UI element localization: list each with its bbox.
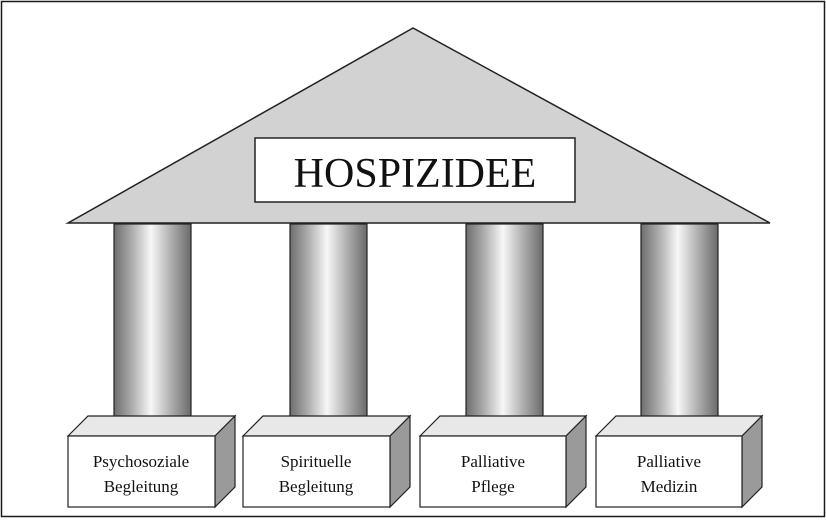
pillar-label-line2: Medizin [641,477,698,496]
pillar-label-line1: Spirituelle [281,452,352,471]
base-top-face [594,415,764,437]
column-2 [289,223,368,431]
roof [65,27,771,224]
base-front-face [67,435,216,508]
pillar-label-line2: Pflege [471,477,514,496]
pillar-label-line1: Palliative [637,452,701,471]
pillar-base-3: Palliative Pflege [418,414,588,509]
pillar-base-4: Palliative Medizin [594,414,764,509]
pillar-label-line2: Begleitung [104,477,179,496]
pillar-label-line1: Palliative [461,452,525,471]
pillar-base-1: Psychosoziale Begleitung [66,414,237,509]
column-4 [640,223,719,431]
column-3 [465,223,544,431]
diagram-title: HOSPIZIDEE [294,151,537,197]
title-box [254,137,576,203]
column-1 [113,223,192,431]
base-front-face [419,435,567,508]
base-top-face [66,415,237,437]
base-front-face [242,435,391,508]
pillar-label-line1: Psychosoziale [93,452,189,471]
pillar-label-line2: Begleitung [279,477,354,496]
columns [113,223,719,431]
pillar-base-2: Spirituelle Begleitung [241,414,412,509]
base-front-face [595,435,743,508]
base-top-face [418,415,588,437]
base-top-face [241,415,412,437]
